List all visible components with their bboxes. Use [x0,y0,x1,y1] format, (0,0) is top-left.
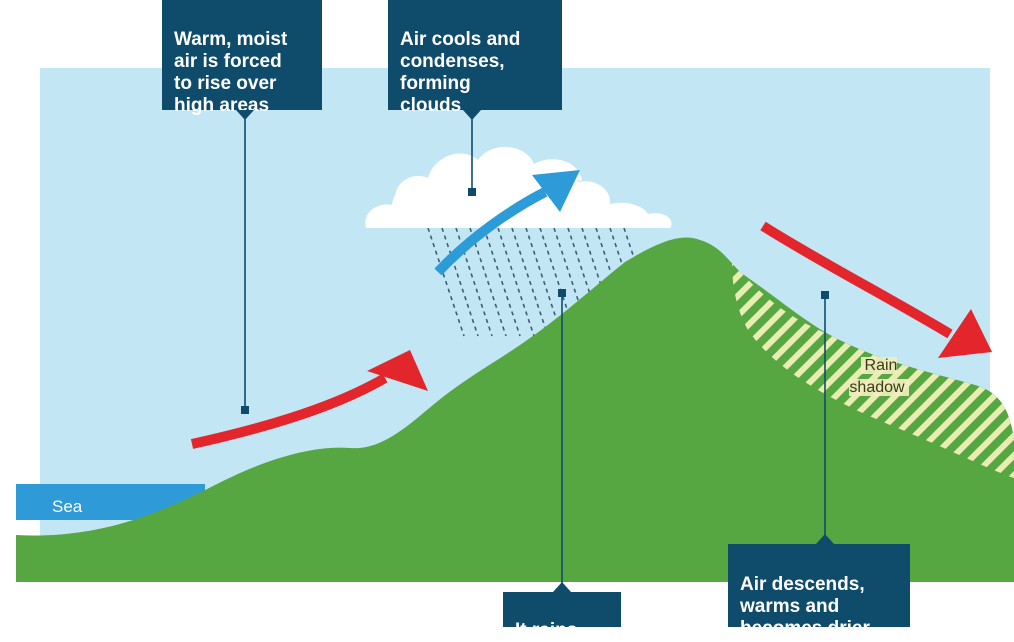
callout-pointer [553,582,571,592]
callout-pointer [463,110,481,120]
callout-it-rains: It rains [503,582,621,641]
rain-shadow-label: Rain shadow [832,355,926,399]
cool-air-arrow-icon [434,187,548,276]
callout-pointer [816,534,834,544]
callout-it-rains-text: It rains [515,620,578,641]
callout-pointer [236,110,254,120]
callout-air-descends: Air descends, warms and becomes drier [728,534,910,639]
leader-lines [241,118,829,583]
callout-warm-moist-air: Warm, moist air is forced to rise over h… [162,0,322,120]
rain-shadow-diagram [16,68,1014,583]
cloud-icon [365,146,672,228]
warm-air-arrow-icon [190,373,388,449]
rain-shadow-label-text: Rain shadow [849,357,909,396]
cool-air-arrowhead [532,170,580,212]
warm-air-arrowhead [367,350,428,391]
descending-air-arrowhead [938,309,992,358]
descending-air-arrow-icon [760,221,953,339]
callout-air-descends-text: Air descends, warms and becomes drier [740,574,870,639]
sea-label: Sea [52,497,83,516]
sea [16,484,205,520]
callout-warm-moist-air-text: Warm, moist air is forced to rise over h… [174,29,288,116]
callout-air-cools-text: Air cools and condenses, forming clouds [400,29,521,116]
callout-air-cools: Air cools and condenses, forming clouds [388,0,562,120]
